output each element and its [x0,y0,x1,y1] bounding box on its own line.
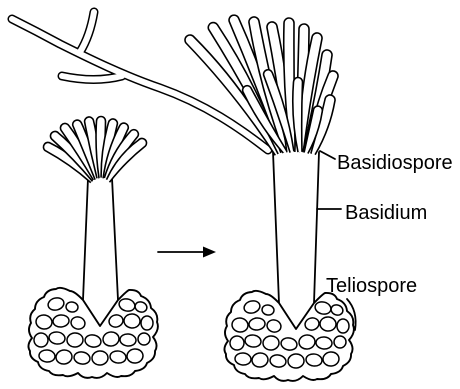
teliospore-cell [249,317,266,330]
teliospore-cell [53,314,70,327]
teliospore-cell [337,319,349,333]
teliospore-cell [141,316,153,330]
teliospore-cell [334,336,346,348]
left-basidium-stalk [83,178,118,300]
teliospore-cell [138,333,150,345]
teliospore-cell [39,349,56,362]
teliospore-cell [91,350,108,365]
teliospore-cell [287,353,304,368]
teliospore-cell [262,335,279,350]
teliospore-cell [235,352,252,365]
teliospore-cell [319,316,336,331]
right-basidium-stalk [273,152,319,303]
teliospore-cell [120,333,137,346]
label-basidiospore: Basidiospore [337,152,453,174]
teliospore-cell [66,332,83,347]
label-basidium: Basidium [345,202,427,224]
teliospore-cell [316,336,333,349]
teliospore-cell [123,313,140,328]
basidium-stalk-fill [273,152,319,303]
hypha-branch-lumen [62,76,122,80]
label-teliospore: Teliospore [326,275,417,297]
